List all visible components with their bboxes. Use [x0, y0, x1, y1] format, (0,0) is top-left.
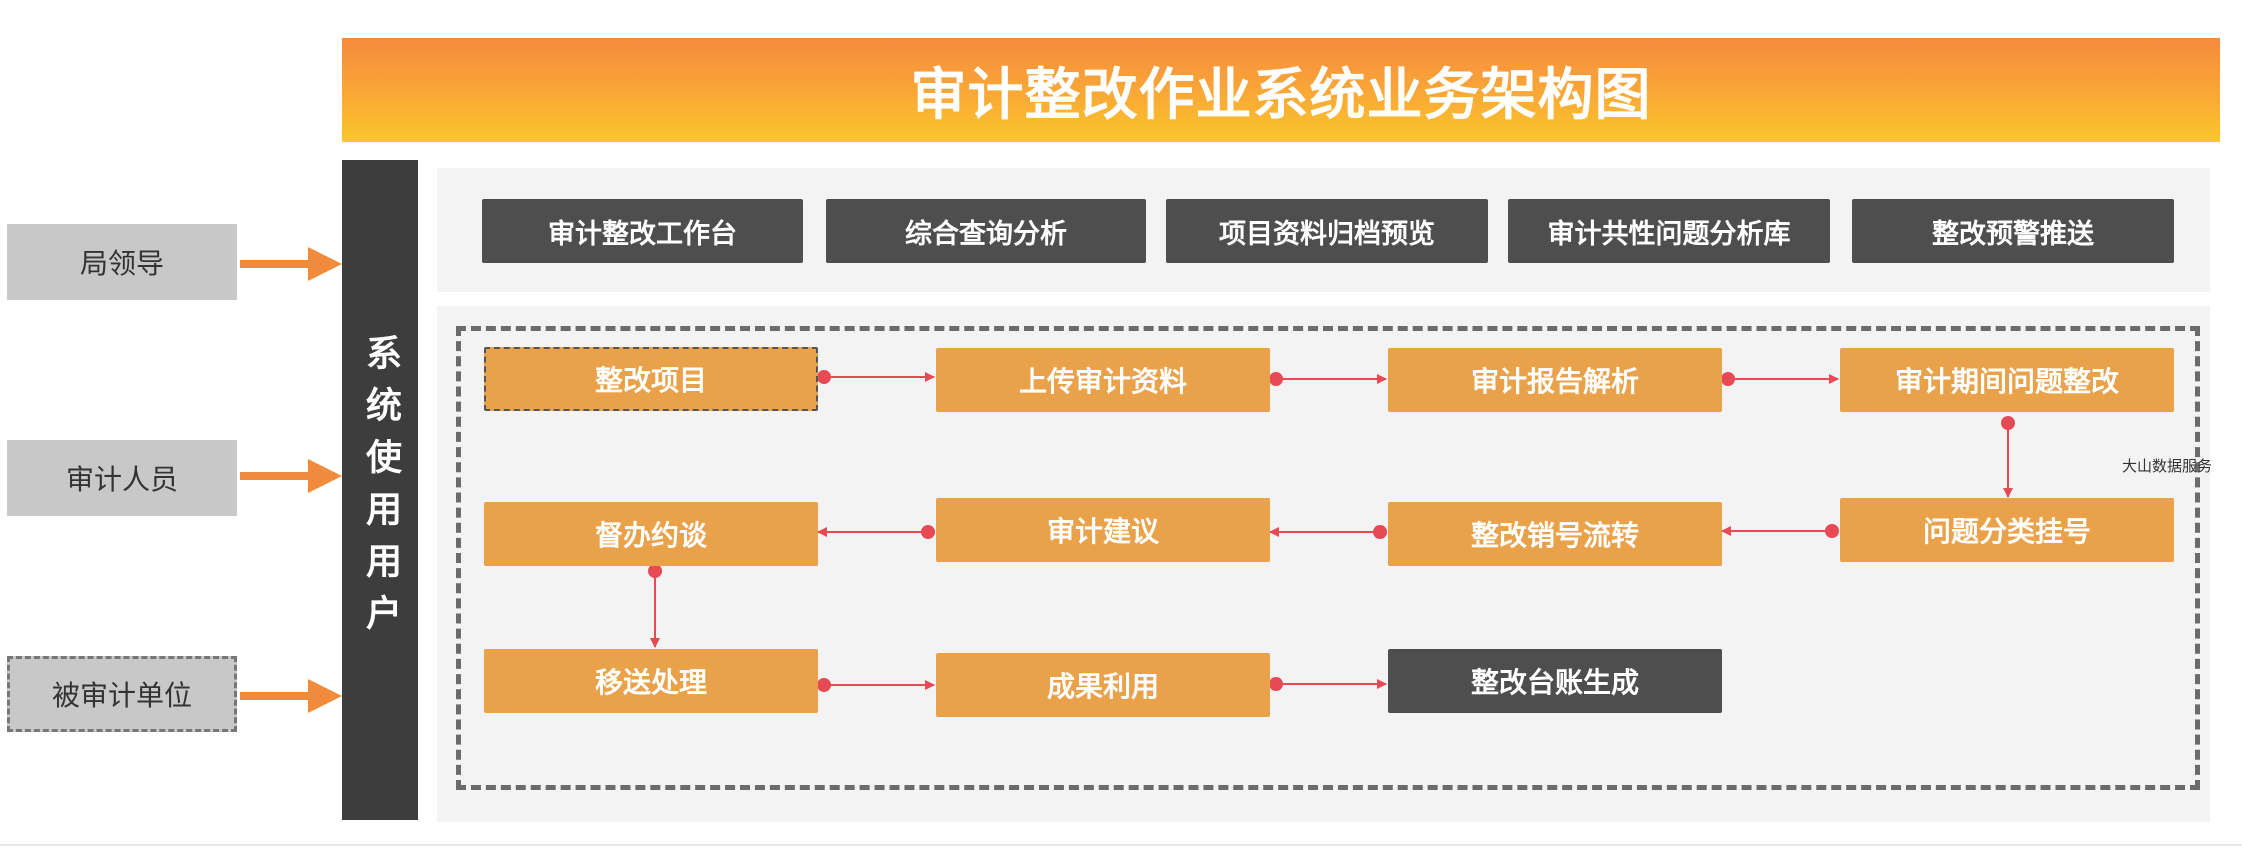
- user-auditor: 审计人员: [7, 440, 237, 516]
- user-arrow-icon: [240, 679, 342, 713]
- roles-bar-label: 系统使用用户: [360, 334, 401, 646]
- flow-node-ledger-generation: 整改台账生成: [1388, 649, 1722, 713]
- function-common-issue-library: 审计共性问题分析库: [1508, 199, 1830, 263]
- roles-bar: 系统使用用户: [342, 160, 418, 820]
- flow-node-in-audit-rectification: 审计期间问题整改: [1840, 348, 2174, 412]
- flow-frame: [456, 326, 2200, 790]
- flow-node-closure-circulation: 整改销号流转: [1388, 502, 1722, 566]
- user-audited-unit: 被审计单位: [7, 656, 237, 732]
- page-title: 审计整改作业系统业务架构图: [910, 62, 1652, 128]
- function-workbench: 审计整改工作台: [482, 199, 803, 263]
- flow-node-audit-report-parsing: 审计报告解析: [1388, 348, 1722, 412]
- bottom-divider: [0, 844, 2242, 846]
- flow-node-result-utilization: 成果利用: [936, 653, 1270, 717]
- title-banner: 审计整改作业系统业务架构图: [342, 38, 2220, 142]
- flow-node-upload-audit-materials: 上传审计资料: [936, 348, 1270, 412]
- flow-node-transfer-handling: 移送处理: [484, 649, 818, 713]
- flow-node-issue-classification: 问题分类挂号: [1840, 498, 2174, 562]
- watermark: 大山数据服务: [2122, 457, 2213, 475]
- flow-node-audit-suggestion: 审计建议: [936, 498, 1270, 562]
- function-warning-push: 整改预警推送: [1852, 199, 2174, 263]
- user-arrow-icon: [240, 459, 342, 493]
- flow-node-supervision-interview: 督办约谈: [484, 502, 818, 566]
- user-leader: 局领导: [7, 224, 237, 300]
- user-arrow-icon: [240, 247, 342, 281]
- function-query-analysis: 综合查询分析: [826, 199, 1146, 263]
- flow-node-rectification-project: 整改项目: [484, 347, 818, 411]
- function-archive-preview: 项目资料归档预览: [1166, 199, 1488, 263]
